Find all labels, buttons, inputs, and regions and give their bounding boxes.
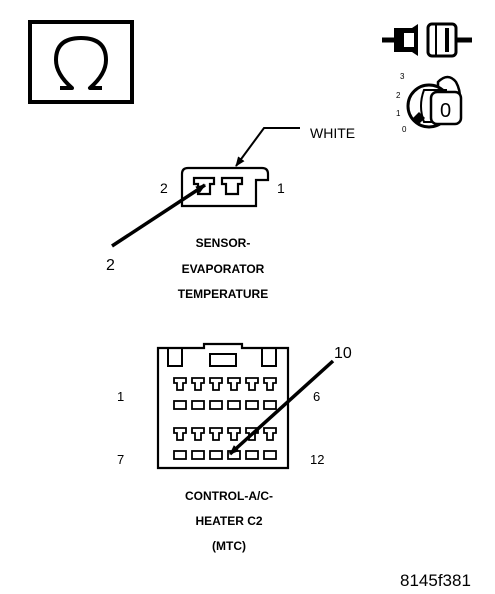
ignition-position-1: 1 bbox=[396, 109, 401, 118]
sensor-terminal-1 bbox=[220, 176, 244, 196]
control-terminal bbox=[209, 377, 223, 410]
sensor-probe bbox=[111, 183, 206, 248]
control-pin-12-label: 12 bbox=[310, 452, 324, 467]
control-connector bbox=[156, 342, 290, 470]
ignition-position-2: 2 bbox=[396, 91, 401, 100]
control-terminal bbox=[227, 427, 241, 460]
sensor-pin-2-label: 2 bbox=[160, 180, 168, 196]
ignition-key-label: 0 bbox=[440, 100, 451, 122]
control-title-line-3: (MTC) bbox=[212, 539, 246, 553]
ignition-key-icon bbox=[406, 75, 463, 129]
control-terminal bbox=[263, 377, 277, 410]
control-terminal bbox=[209, 427, 223, 460]
wire-color-leader bbox=[235, 127, 300, 167]
control-terminal bbox=[191, 377, 205, 410]
control-terminals bbox=[173, 377, 277, 460]
control-pin-6-label: 6 bbox=[313, 389, 320, 404]
connector-disconnect-icon bbox=[382, 22, 472, 58]
control-title-line-2: HEATER C2 bbox=[195, 514, 262, 528]
ignition-position-3: 3 bbox=[400, 72, 405, 81]
sensor-title-line-1: SENSOR- bbox=[196, 236, 251, 250]
sensor-title-line-3: TEMPERATURE bbox=[178, 287, 268, 301]
control-probe bbox=[228, 359, 335, 456]
omega-icon bbox=[28, 20, 134, 104]
control-terminal bbox=[173, 377, 187, 410]
control-terminal bbox=[263, 427, 277, 460]
control-probe-pin-label: 10 bbox=[334, 345, 352, 362]
control-title-line-1: CONTROL-A/C- bbox=[185, 489, 273, 503]
sensor-connector bbox=[180, 166, 270, 208]
control-pin-1-label: 1 bbox=[117, 389, 124, 404]
control-terminal bbox=[173, 427, 187, 460]
control-terminal bbox=[245, 377, 259, 410]
sensor-pin-1-label: 1 bbox=[277, 180, 285, 196]
sensor-probe-pin-label: 2 bbox=[106, 257, 115, 274]
control-terminal bbox=[191, 427, 205, 460]
figure-id: 8145f381 bbox=[400, 571, 471, 590]
control-pin-7-label: 7 bbox=[117, 452, 124, 467]
ignition-position-0: 0 bbox=[402, 125, 407, 134]
sensor-terminal-2 bbox=[192, 176, 216, 196]
wire-color-label: WHITE bbox=[310, 125, 355, 141]
sensor-title-line-2: EVAPORATOR bbox=[182, 262, 265, 276]
control-terminal bbox=[227, 377, 241, 410]
